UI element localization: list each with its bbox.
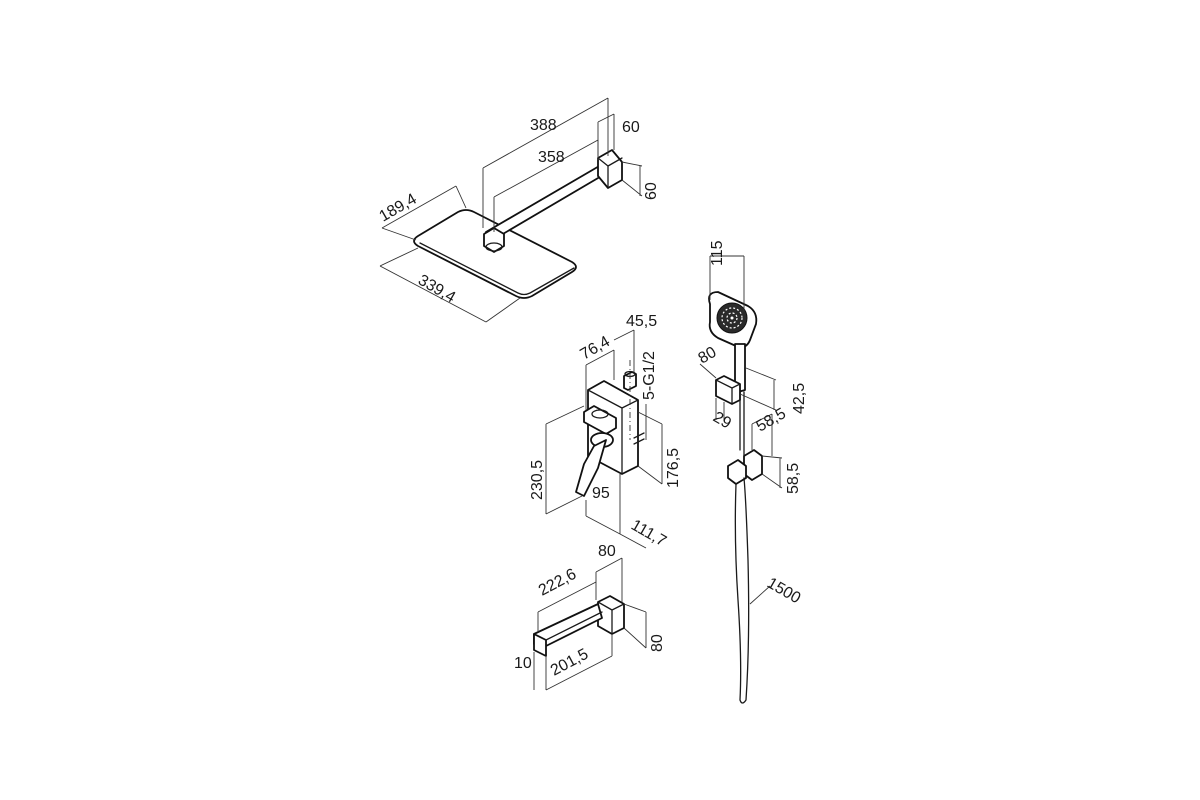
dim-mixer-thread: 5-G1/2 <box>641 351 658 400</box>
dim-mixer-height: 230,5 <box>529 460 546 500</box>
dim-mixer-depth: 45,5 <box>626 313 657 330</box>
dim-holder-height: 42,5 <box>791 383 808 414</box>
rain-wall-flange <box>597 149 623 189</box>
dim-slider-height: 58,5 <box>785 463 802 494</box>
spray-face <box>716 302 748 334</box>
dim-holder-depth: 80 <box>696 344 720 368</box>
rain-shower-head <box>413 209 577 299</box>
rain-shower-arm <box>485 164 611 239</box>
hose <box>734 391 750 704</box>
dim-rain-head-depth: 189,4 <box>377 191 420 226</box>
dim-spout-length: 201,5 <box>548 646 591 680</box>
dim-mixer-width: 76,4 <box>578 333 614 363</box>
dim-rain-arm-total: 388 <box>530 117 557 134</box>
dim-hose-length: 1500 <box>764 575 803 608</box>
dim-slider-depth: 58,5 <box>754 405 790 435</box>
dim-holder-offset: 29 <box>710 409 734 433</box>
mixer-lever <box>575 439 607 497</box>
dim-mixer-handle-span: 95 <box>592 485 610 502</box>
dim-rain-flange-height: 60 <box>643 182 660 200</box>
spout-assembly: 80 222,6 80 201,5 10 <box>514 543 666 691</box>
dim-spout-height: 80 <box>649 634 666 652</box>
dim-hand-shower-width: 115 <box>709 240 726 266</box>
dim-rain-head-width: 339,4 <box>415 272 458 307</box>
dim-rain-arm-length: 358 <box>538 149 565 166</box>
dim-rain-flange-width: 60 <box>622 119 640 136</box>
hand-shower-assembly: 115 80 42,5 29 58,5 58,5 1500 <box>696 240 808 704</box>
hose-connector <box>727 459 747 485</box>
mixer-assembly: 76,4 45,5 5-G1/2 230,5 176,5 95 111,7 <box>529 313 682 550</box>
dim-spout-flange: 80 <box>598 543 616 560</box>
dim-spout-tip: 10 <box>514 655 532 672</box>
rain-shower-assembly: 388 358 60 60 189,4 339,4 <box>377 97 660 323</box>
dim-mixer-body-depth: 111,7 <box>628 517 669 551</box>
dim-mixer-inner-height: 176,5 <box>665 448 682 488</box>
